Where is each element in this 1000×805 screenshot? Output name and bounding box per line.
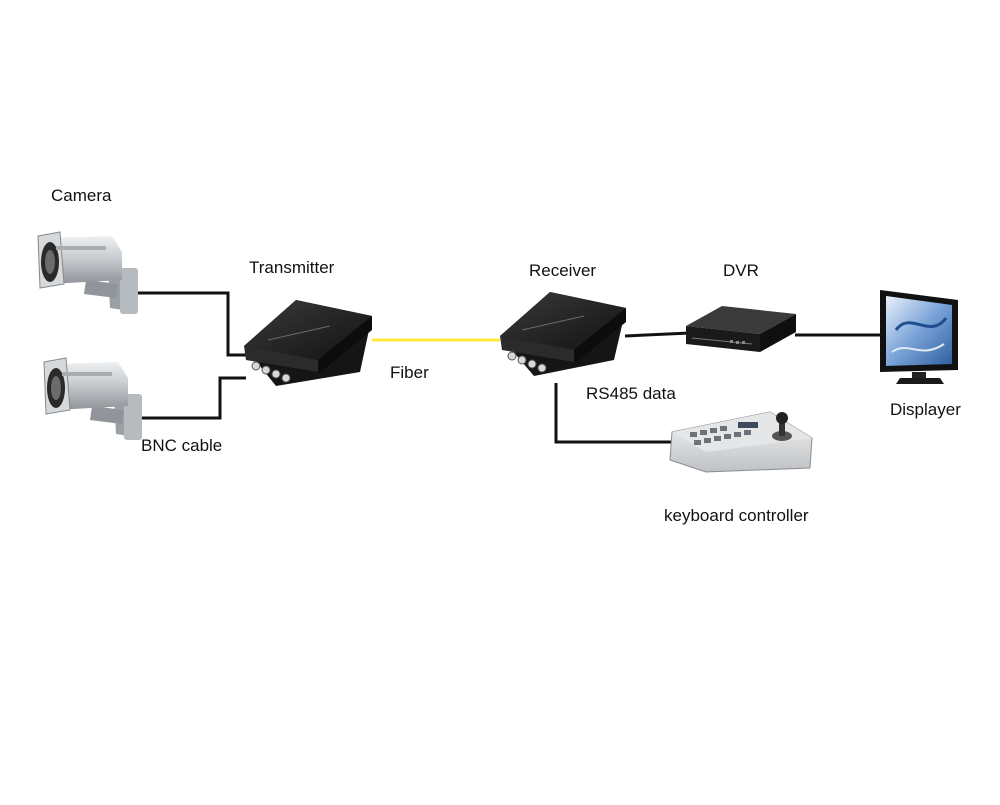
dvr-icon — [686, 306, 796, 352]
rs485-cable — [554, 383, 680, 444]
camera-icon — [37, 231, 138, 314]
bnc-cable-label: BNC cable — [141, 436, 223, 455]
optical-transmitter-icon — [244, 300, 372, 386]
keyboard-controller-label: keyboard controller — [664, 506, 809, 525]
rs485-label: RS485 data — [586, 384, 676, 403]
cable-lines — [130, 291, 885, 444]
transmitter-label: Transmitter — [249, 258, 335, 277]
camera-label: Camera — [51, 186, 112, 205]
displayer-label: Displayer — [890, 400, 961, 419]
bnc-cable-camera-2 — [132, 376, 246, 420]
fiber-label: Fiber — [390, 363, 429, 382]
dvr-label: DVR — [723, 261, 759, 280]
optical-receiver-icon — [500, 292, 626, 376]
camera-icon — [43, 357, 142, 440]
monitor-icon — [880, 290, 958, 384]
keyboard-controller-icon — [669, 411, 813, 473]
bnc-cable-camera-1 — [130, 291, 246, 357]
receiver-label: Receiver — [529, 261, 597, 280]
receiver-dvr-cable — [624, 331, 691, 338]
